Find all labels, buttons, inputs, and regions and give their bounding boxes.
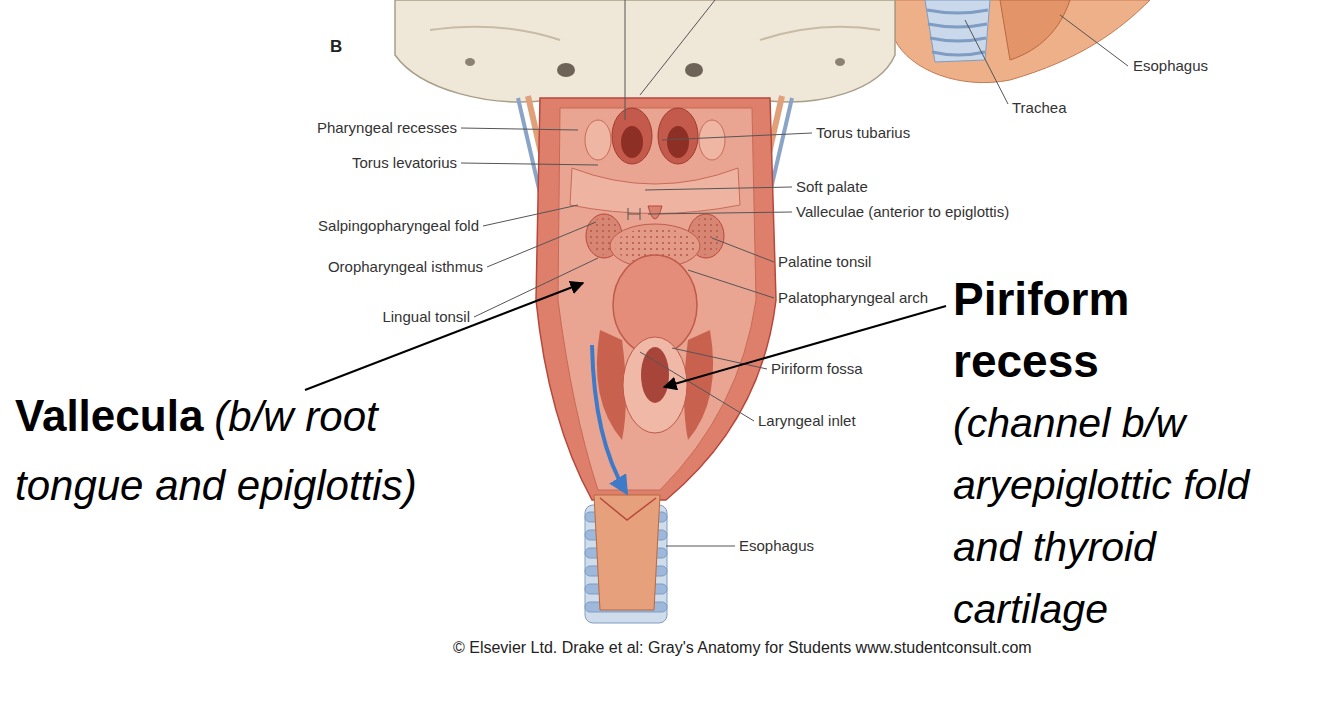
figure-a-fragment [895, 0, 1150, 83]
anatomy-label: Lingual tonsil [382, 308, 470, 326]
skull-base [395, 0, 895, 110]
panel-letter: B [330, 37, 342, 57]
anatomy-label: Valleculae (anterior to epiglottis) [796, 203, 1009, 221]
callout-block: Vallecula(b/w root tongue and epiglottis… [15, 386, 485, 525]
pharynx [536, 98, 776, 610]
anatomy-label: Torus levatorius [352, 154, 457, 172]
callout-title: Piriform recess [953, 268, 1273, 392]
callout-block: Piriform recess(channel b/w aryepiglotti… [953, 268, 1273, 640]
anatomy-label: Oropharyngeal isthmus [328, 258, 483, 276]
anatomy-label: Palatine tonsil [778, 253, 871, 271]
anatomy-label: Pharyngeal recesses [317, 119, 457, 137]
callout-arrows [305, 283, 946, 390]
anatomy-label: Trachea [1012, 99, 1066, 117]
callout-note: (channel b/w aryepiglottic fold and thyr… [953, 392, 1273, 640]
anatomy-label: Salpingopharyngeal fold [318, 217, 479, 235]
anatomy-label: Esophagus [739, 537, 814, 555]
anatomy-label: Laryngeal inlet [758, 412, 856, 430]
anatomy-label: Piriform fossa [771, 360, 863, 378]
anatomy-label: Esophagus [1133, 57, 1208, 75]
anatomy-label: Torus tubarius [816, 124, 910, 142]
anatomy-label: Palatopharyngeal arch [778, 289, 928, 307]
copyright-caption: © Elsevier Ltd. Drake et al: Gray's Anat… [453, 638, 1032, 657]
anatomy-label: Soft palate [796, 178, 868, 196]
callout-title: Vallecula [15, 391, 203, 440]
